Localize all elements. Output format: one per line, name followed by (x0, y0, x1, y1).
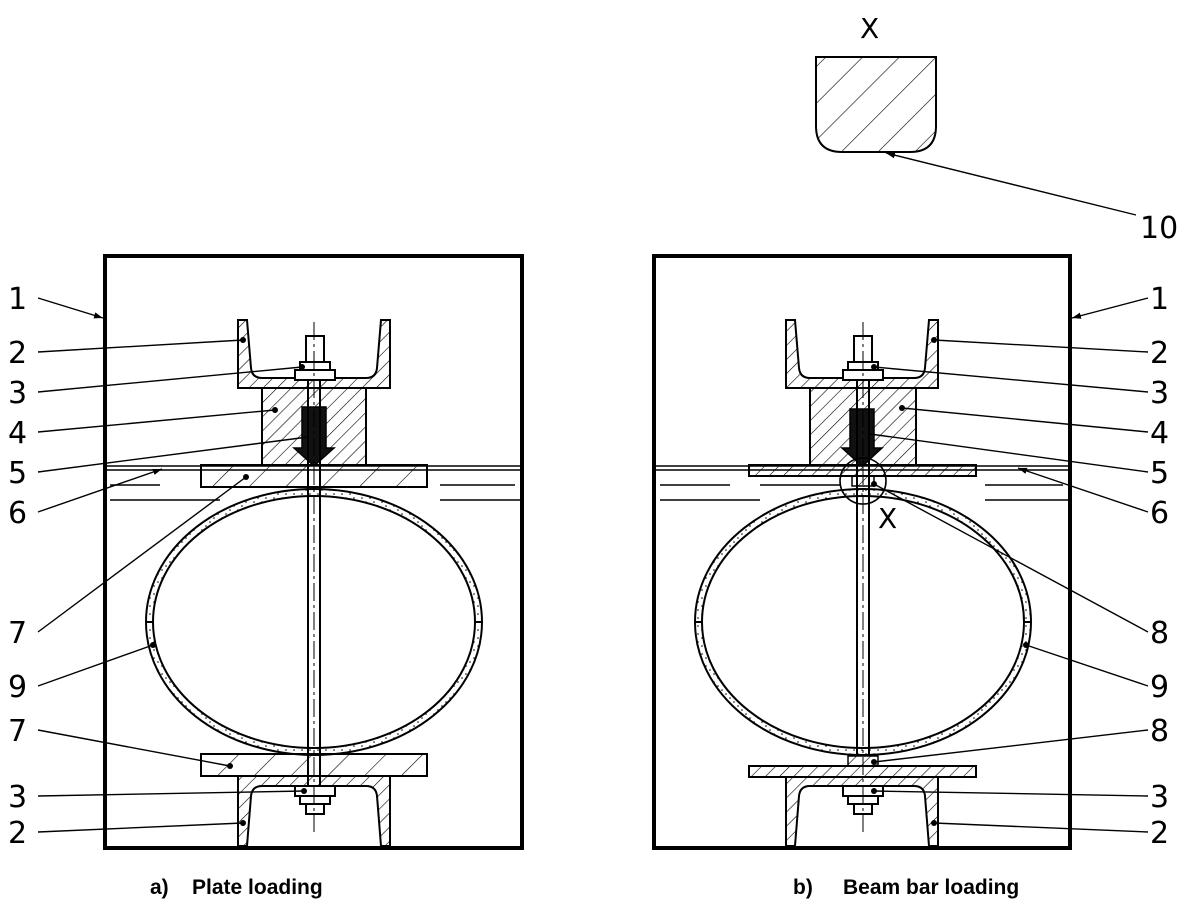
panel-b-detail-label: X (878, 502, 897, 535)
a-callout-6: 6 (8, 496, 27, 531)
panel-a-load-arrow (292, 406, 336, 468)
b-callout-2-bottom: 2 (1150, 816, 1169, 851)
panel-b-frame (652, 254, 1072, 850)
a-callout-1: 1 (8, 282, 27, 317)
a-callout-4: 4 (8, 416, 27, 451)
leader-10 (885, 152, 1137, 216)
a-callout-3-bottom: 3 (8, 780, 27, 815)
callout-10: 10 (1140, 211, 1178, 246)
panel-a-bottom-channel (237, 775, 391, 847)
a-callout-9: 9 (8, 670, 27, 705)
b-callout-4: 4 (1150, 416, 1169, 451)
panel-a-frame (103, 254, 524, 850)
a-callout-7-bottom: 7 (8, 714, 27, 749)
panel-b-bottom-channel (785, 776, 939, 847)
b-callout-8-top: 8 (1150, 616, 1169, 651)
detail-x-profile (815, 56, 937, 153)
a-callout-7-top: 7 (8, 616, 27, 651)
b-callout-6: 6 (1150, 496, 1169, 531)
panel-b-caption: Beam bar loading (843, 876, 1019, 899)
b-callout-5: 5 (1150, 456, 1169, 491)
a-callout-3: 3 (8, 376, 27, 411)
a-callout-5: 5 (8, 456, 27, 491)
panel-b-load-arrow (840, 408, 884, 468)
panel-b-top-channel (785, 319, 939, 389)
a-callout-2-bottom: 2 (8, 816, 27, 851)
detail-x: X 10 (815, 12, 1178, 246)
b-callout-2: 2 (1150, 336, 1169, 371)
b-callout-9: 9 (1150, 670, 1169, 705)
panel-a: 1 2 3 4 5 6 7 9 7 3 2 a) Plate loading (8, 254, 524, 899)
b-callout-3-bottom: 3 (1150, 780, 1169, 815)
panel-a-caption-marker: a) (150, 876, 169, 899)
b-callout-1: 1 (1150, 282, 1169, 317)
b-callout-3: 3 (1150, 376, 1169, 411)
panel-b: X 1 2 3 4 (652, 254, 1169, 899)
panel-a-caption: Plate loading (192, 876, 323, 899)
panel-a-top-nut (294, 369, 336, 381)
detail-x-label: X (860, 12, 879, 45)
panel-b-caption-marker: b) (793, 876, 813, 899)
b-callout-8-bottom: 8 (1150, 714, 1169, 749)
a-callout-2: 2 (8, 336, 27, 371)
